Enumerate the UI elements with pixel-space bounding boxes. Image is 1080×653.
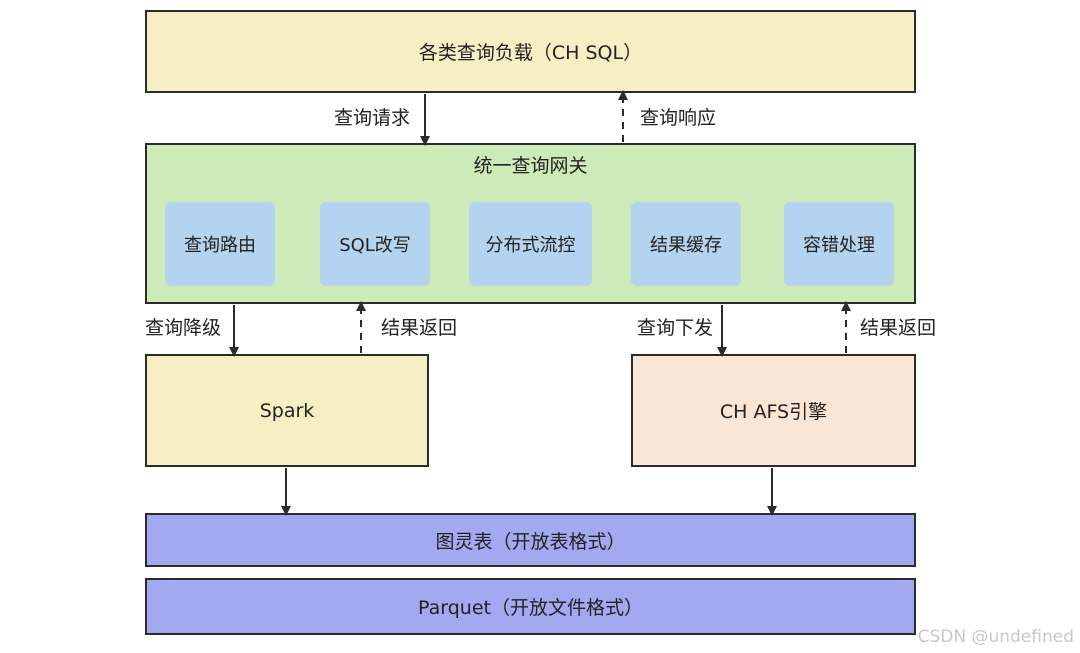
edge-label-query-dispatch: 查询下发 <box>637 317 714 339</box>
workload-box: 各类查询负载（CH SQL） <box>145 10 916 93</box>
ch-afs-engine-box: CH AFS引擎 <box>631 354 916 467</box>
turing-table-box: 图灵表（开放表格式） <box>145 513 916 567</box>
module-label: 查询路由 <box>184 235 256 256</box>
module-query-routing: 查询路由 <box>165 202 275 286</box>
gateway-title: 统一查询网关 <box>473 155 588 177</box>
spark-box: Spark <box>145 354 429 467</box>
edge-label-query-request: 查询请求 <box>334 107 411 129</box>
module-distributed-flow-control: 分布式流控 <box>469 202 592 286</box>
edge-label-query-response: 查询响应 <box>640 107 717 129</box>
parquet-box: Parquet（开放文件格式） <box>145 578 916 635</box>
ch-afs-engine-label: CH AFS引擎 <box>719 401 828 423</box>
workload-label: 各类查询负载（CH SQL） <box>418 42 643 64</box>
edge-label-query-downgrade: 查询降级 <box>145 317 222 339</box>
module-label: 容错处理 <box>803 235 875 256</box>
module-label: SQL改写 <box>339 235 411 256</box>
module-fault-tolerance: 容错处理 <box>784 202 894 286</box>
edge-label-ch-result-return: 结果返回 <box>860 317 937 339</box>
watermark: CSDN @undefined <box>917 627 1074 647</box>
module-label: 结果缓存 <box>650 235 722 256</box>
turing-table-label: 图灵表（开放表格式） <box>435 530 626 553</box>
spark-label: Spark <box>259 399 315 422</box>
module-label: 分布式流控 <box>485 235 576 256</box>
module-sql-rewrite: SQL改写 <box>320 202 430 286</box>
parquet-label: Parquet（开放文件格式） <box>418 597 643 619</box>
edge-label-spark-result-return: 结果返回 <box>381 317 458 339</box>
module-result-cache: 结果缓存 <box>631 202 741 286</box>
